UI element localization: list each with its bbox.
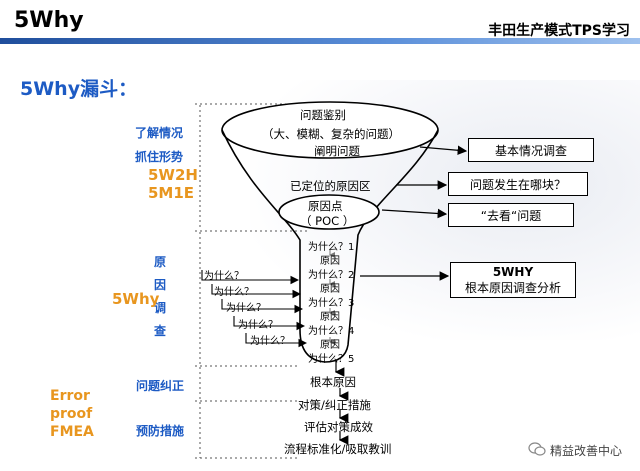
step-countermeasure: 对策/纠正措施 — [298, 398, 371, 412]
why-q-3: 为什么？3 — [308, 298, 355, 309]
box-5why: 5WHY 根本原因调查分析 — [450, 262, 576, 298]
box-where-label: 问题发生在哪块？ — [469, 177, 566, 192]
step-standardize: 流程标准化/吸取教训 — [284, 442, 392, 456]
header-bar — [0, 38, 640, 44]
stair-label-2: 为什么？ — [214, 287, 254, 298]
funnel-shape — [221, 101, 439, 363]
why-q-4: 为什么？4 — [308, 326, 355, 337]
box-5why-title: 5WHY — [492, 264, 534, 279]
label-grasp: 抓住形势 — [135, 150, 184, 164]
funnel-top-desc: （大、模糊、复杂的问题） — [262, 127, 400, 141]
bottom-arrows — [334, 360, 349, 445]
funnel-subtitle: 5Why漏斗： — [20, 78, 138, 100]
funnel-poc: （ POC ） — [300, 214, 355, 228]
page-title: 5Why — [14, 8, 84, 33]
cause-char-1: 原 — [154, 255, 167, 269]
why-q-1: 为什么？1 — [308, 242, 355, 253]
label-5m1e: 5M1E — [148, 184, 195, 202]
cause-char-2: 因 — [154, 278, 167, 292]
box-goto: “去看“问题 — [448, 203, 574, 227]
funnel-located: 已定位的原因区 — [290, 179, 371, 193]
chat-icon — [528, 442, 546, 459]
funnel-poc-title: 原因点 — [308, 199, 343, 213]
label-prevention: 预防措施 — [136, 424, 185, 438]
why-a-3: 原因 — [320, 312, 340, 323]
cause-char-4: 查 — [154, 324, 167, 338]
box-5why-sub: 根本原因调查分析 — [464, 280, 561, 295]
watermark: 精益改善中心 — [528, 442, 622, 459]
stair-label-3: 为什么？ — [226, 303, 266, 314]
step-root-cause: 根本原因 — [310, 375, 356, 389]
box-basic-label: 基本情况调查 — [494, 143, 567, 158]
label-proof: proof — [50, 406, 93, 422]
label-understand: 了解情况 — [135, 126, 184, 140]
step-evaluate: 评估对策成效 — [304, 420, 373, 434]
label-correction: 问题纠正 — [136, 379, 185, 393]
header-subtitle: 丰田生产模式TPS学习 — [488, 23, 630, 39]
label-error: Error — [50, 388, 90, 404]
why-q-5: 为什么？5 — [308, 354, 355, 365]
stair-label-1: 为什么？ — [204, 271, 244, 282]
stair-label-4: 为什么？ — [238, 320, 278, 331]
why-a-4: 原因 — [320, 340, 340, 351]
why-q-2: 为什么？2 — [308, 270, 355, 281]
box-where: 问题发生在哪块？ — [448, 172, 588, 196]
label-5w2h: 5W2H — [148, 166, 198, 184]
right-arrows — [360, 145, 468, 281]
box-goto-label: “去看“问题 — [480, 208, 542, 223]
watermark-text: 精益改善中心 — [549, 444, 622, 458]
box-basic-investigation: 基本情况调查 — [468, 138, 594, 162]
why-a-2: 原因 — [320, 284, 340, 295]
funnel-clarify: 阐明问题 — [314, 144, 360, 158]
why-a-1: 原因 — [320, 256, 340, 267]
stair-label-5: 为什么？ — [250, 336, 290, 347]
cause-char-3: 调 — [154, 301, 167, 315]
label-5why: 5Why — [112, 290, 160, 308]
funnel-top-title: 问题鉴别 — [300, 108, 346, 122]
label-fmea: FMEA — [50, 424, 94, 440]
why-staircase — [201, 270, 308, 348]
